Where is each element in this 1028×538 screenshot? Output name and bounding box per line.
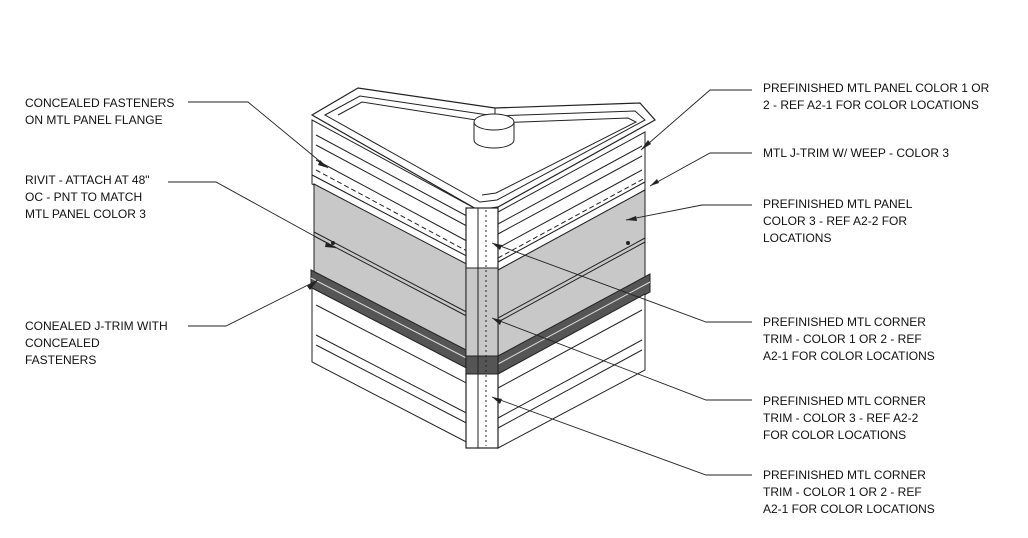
roof-pipe <box>473 113 515 149</box>
leader-rivit <box>168 181 337 249</box>
label-concealed-jtrim: CONEALED J-TRIM WITH CONCEALED FASTENERS <box>25 319 168 367</box>
label-corner-trim-lower: PREFINISHED MTL CORNER TRIM - COLOR 1 OR… <box>763 468 935 516</box>
leader-lines <box>168 89 752 476</box>
leader-panel-color-1-2 <box>640 89 752 151</box>
label-jtrim-weep: MTL J-TRIM W/ WEEP - COLOR 3 <box>763 146 950 160</box>
leader-concealed-fasteners <box>188 101 329 169</box>
label-panel-color-1-2: PREFINISHED MTL PANEL COLOR 1 OR 2 - REF… <box>763 81 990 112</box>
label-corner-trim-middle: PREFINISHED MTL CORNER TRIM - COLOR 3 - … <box>763 394 926 442</box>
lower-jtrim <box>310 269 651 375</box>
leader-arrowheads <box>307 140 659 404</box>
leader-jtrim-weep <box>649 152 752 187</box>
leader-corner-trim-upper <box>491 242 752 323</box>
corner-trim <box>465 207 499 449</box>
label-rivit: RIVIT - ATTACH AT 48" OC - PNT TO MATCH … <box>25 173 150 221</box>
label-panel-color-3: PREFINISHED MTL PANEL COLOR 3 - REF A2-2… <box>763 197 913 245</box>
label-concealed-fasteners: CONCEALED FASTENERS ON MTL PANEL FLANGE <box>25 96 175 127</box>
right-lower-panels <box>497 293 646 449</box>
leader-concealed-jtrim <box>188 279 319 327</box>
leader-corner-trim-lower <box>491 396 752 476</box>
leader-corner-trim-middle <box>491 317 752 401</box>
label-corner-trim-upper: PREFINISHED MTL CORNER TRIM - COLOR 1 OR… <box>763 315 935 363</box>
leader-panel-color-3 <box>625 204 752 221</box>
left-upper-panels <box>311 119 479 263</box>
